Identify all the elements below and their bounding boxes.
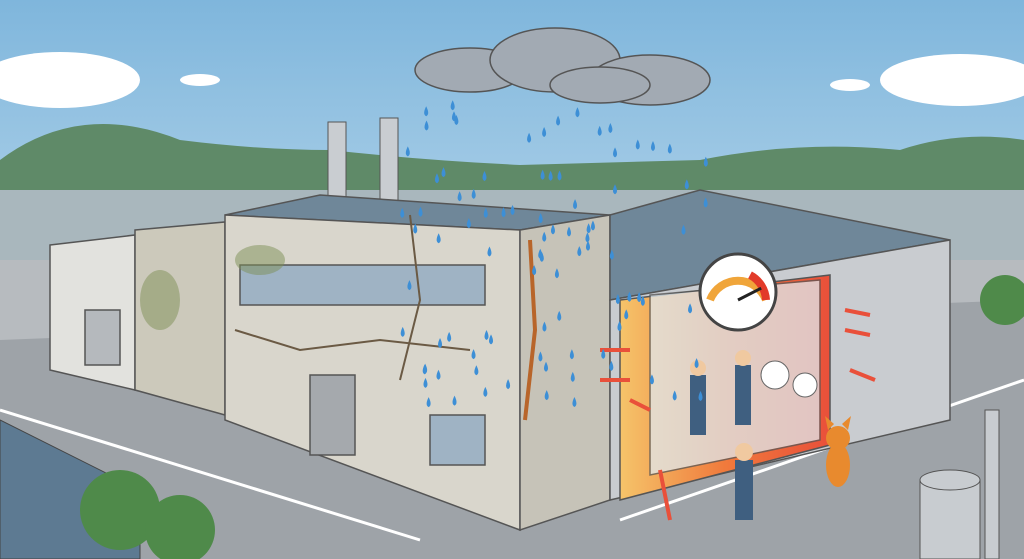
background-clouds [0, 52, 1024, 108]
chimneys [327, 117, 399, 203]
heat-arrows [600, 308, 876, 521]
rain-drop [471, 349, 476, 360]
rain-drop [573, 199, 578, 210]
rain-drop [640, 295, 645, 306]
fans [760, 360, 818, 398]
rain-drop [423, 377, 428, 388]
rain-drop [452, 395, 457, 406]
temperature-gauge-icon [698, 252, 778, 332]
rain-drop [510, 205, 515, 216]
rain-drop [413, 223, 418, 234]
rain-drop [438, 337, 443, 348]
rain-drop [422, 364, 427, 375]
rain-drop [557, 310, 562, 321]
rain-drop [471, 188, 476, 199]
rain-drop [577, 246, 582, 257]
rain-drop [538, 213, 543, 224]
rain-drop [538, 351, 543, 362]
rain-drop [613, 147, 618, 158]
rain-drop [538, 248, 543, 259]
rain-drop [684, 179, 689, 190]
rain-drop [544, 361, 549, 372]
rain-drop [586, 223, 591, 234]
rain-drop [405, 146, 410, 157]
rain-drop [672, 390, 677, 401]
rain-drop [624, 309, 629, 320]
fox-mascot [825, 416, 851, 487]
rain-drop [694, 358, 699, 369]
trees [80, 275, 1024, 559]
rain-drop [424, 106, 429, 117]
rain-drop [434, 173, 439, 184]
rain-drop [703, 197, 708, 208]
rain-drop [484, 329, 489, 340]
rain-drop [489, 334, 494, 345]
rain-drop [542, 231, 547, 242]
rain-drop [532, 265, 537, 276]
rain-drop [637, 292, 642, 303]
rain-drop [649, 374, 654, 385]
rain-drop [407, 280, 412, 291]
rain-drop [483, 207, 488, 218]
rain-drop [572, 396, 577, 407]
rain-drop [487, 246, 492, 257]
rain-drop [590, 220, 595, 231]
rain-drop [450, 100, 455, 111]
rain-drop [550, 224, 555, 235]
rain-drop [557, 170, 562, 181]
rain-drop [609, 360, 614, 371]
rain-drop [548, 170, 553, 181]
rain-drop [681, 224, 686, 235]
rain-drop [569, 349, 574, 360]
rain-drop [617, 321, 622, 332]
rain-drop [436, 369, 441, 380]
rain-drop [570, 371, 575, 382]
rain-drop [424, 120, 429, 131]
rain-drop [400, 207, 405, 218]
rain-drop [615, 294, 620, 305]
rain-drop [556, 115, 561, 126]
rain-drop [609, 249, 614, 260]
rain-drop [567, 226, 572, 237]
rain-drop [542, 321, 547, 332]
rain-drop [483, 386, 488, 397]
rain-drop [457, 191, 462, 202]
main-building [140, 194, 611, 532]
rain-drop [542, 127, 547, 138]
rain-drop [506, 379, 511, 390]
rain-drop [474, 365, 479, 376]
workers [690, 350, 753, 520]
rain-drop [585, 232, 590, 243]
rain-drop [650, 140, 655, 151]
rain-drop [441, 167, 446, 178]
rain-drop [554, 268, 559, 279]
rain-drop [540, 169, 545, 180]
rain-drop [688, 303, 693, 314]
rain-drop [400, 326, 405, 337]
rain-drop [627, 291, 632, 302]
rain-drop [597, 125, 602, 136]
rain-drop [501, 207, 506, 218]
rain-drop [436, 233, 441, 244]
rain-drop [466, 218, 471, 229]
storm-clouds [414, 27, 711, 106]
rain-drop [601, 348, 606, 359]
rain-drop [585, 240, 590, 251]
rain-drop [418, 206, 423, 217]
storage-tanks [919, 409, 1000, 559]
rain-drop [575, 107, 580, 118]
rain-drop [482, 171, 487, 182]
rain-drop [635, 139, 640, 150]
rain-drop [612, 184, 617, 195]
rain-drops [400, 100, 708, 408]
rain-drop [451, 111, 456, 122]
rain-drop [447, 331, 452, 342]
rain-drop [703, 156, 708, 167]
rain-drop [608, 122, 613, 133]
rain-drop [544, 390, 549, 401]
rain-drop [667, 143, 672, 154]
rain-drop [426, 397, 431, 408]
rain-drop [527, 132, 532, 143]
rain-drop [698, 390, 703, 401]
